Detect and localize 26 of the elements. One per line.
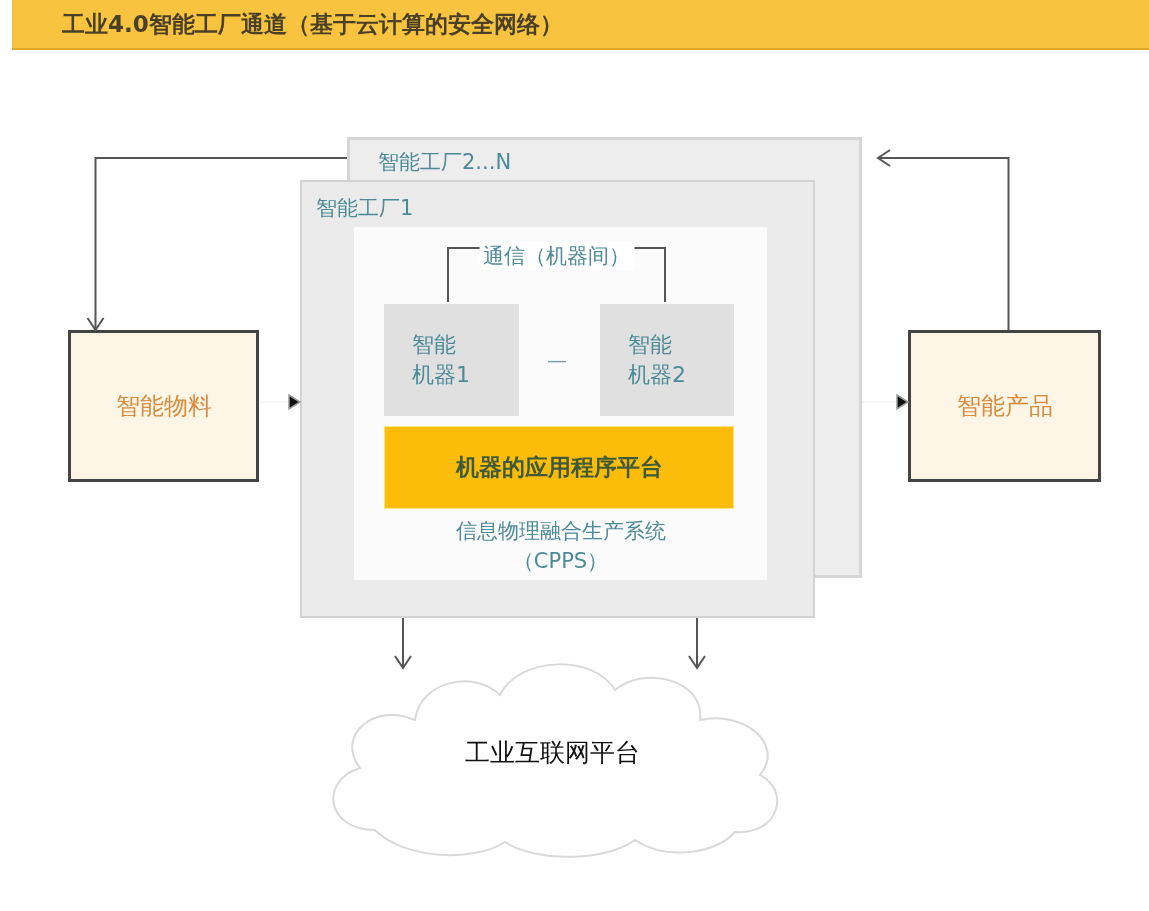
arrow xyxy=(688,617,706,669)
edge-label: 通信（机器间） xyxy=(479,242,634,270)
ellipsis-label: — xyxy=(547,348,567,372)
arrow xyxy=(86,157,348,331)
io-box xyxy=(908,330,1101,482)
cpps-panel xyxy=(354,227,767,580)
io-box xyxy=(68,330,259,482)
node-label: 信息物理融合生产系统（CPPS） xyxy=(454,518,667,575)
machine-box xyxy=(384,304,519,416)
arrow xyxy=(394,617,412,669)
node-label: 机器的应用程序平台 xyxy=(455,453,663,482)
arrowhead-connector xyxy=(861,394,909,410)
machine-box xyxy=(600,304,734,416)
node-label: 智能工厂2...N xyxy=(378,149,512,176)
node-label: 智能物料 xyxy=(115,391,212,422)
platform-bar xyxy=(384,426,734,509)
node-label: 智能机器2 xyxy=(628,331,687,389)
factory-panel xyxy=(300,180,815,618)
title: 工业4.0智能工厂通道（基于云计算的安全网络） xyxy=(62,9,563,39)
arrow xyxy=(877,149,1010,331)
node-label: 智能产品 xyxy=(956,391,1053,422)
arrowhead-connector xyxy=(261,394,301,410)
back-factory-panel xyxy=(347,137,862,180)
cloud-label: 工业互联网平台 xyxy=(465,737,640,769)
node-label: 智能工厂1 xyxy=(316,195,414,222)
node-label: 智能机器1 xyxy=(412,331,471,389)
